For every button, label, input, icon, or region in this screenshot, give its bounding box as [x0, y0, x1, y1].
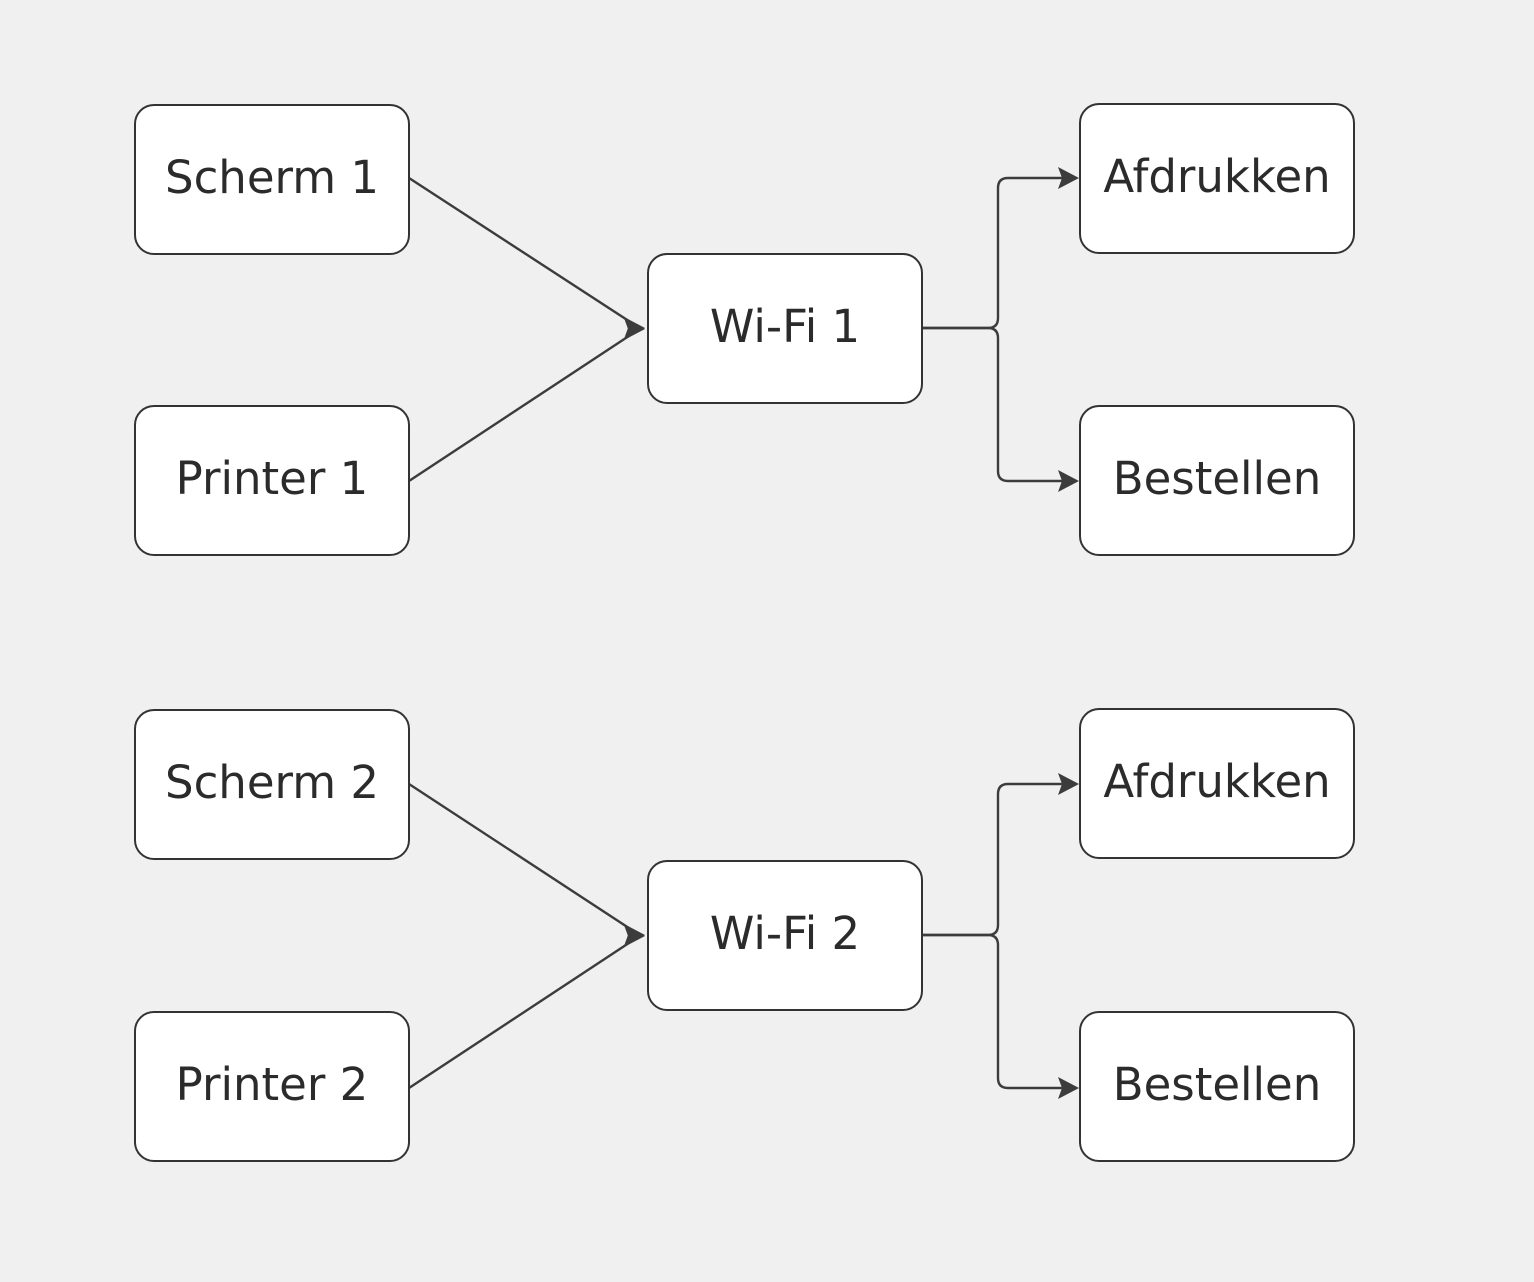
- node-bestellen-2[interactable]: Bestellen: [1079, 1011, 1355, 1162]
- edge-printer1-to-wifi1[interactable]: [408, 318, 645, 483]
- edge-wifi2-to-bestellen2[interactable]: [922, 933, 1079, 1099]
- node-wifi-1-label: Wi-Fi 1: [710, 300, 860, 353]
- cluster-1: Scherm 1 Printer 1 Wi-Fi 1 Afdrukken Bes…: [134, 103, 1355, 556]
- node-afdrukken-2-label: Afdrukken: [1103, 755, 1330, 808]
- edge-wifi2-to-afdrukken2[interactable]: [922, 773, 1079, 937]
- cluster-2: Scherm 2 Printer 2 Wi-Fi 2 Afdrukken Bes…: [134, 708, 1355, 1162]
- node-printer-1[interactable]: Printer 1: [134, 405, 410, 556]
- node-bestellen-1-label: Bestellen: [1113, 452, 1322, 505]
- node-printer-1-label: Printer 1: [176, 452, 369, 505]
- edge-scherm1-to-wifi1[interactable]: [408, 176, 645, 339]
- node-printer-2[interactable]: Printer 2: [134, 1011, 410, 1162]
- edge-scherm2-to-wifi2[interactable]: [408, 782, 645, 946]
- node-afdrukken-1[interactable]: Afdrukken: [1079, 103, 1355, 254]
- node-bestellen-2-label: Bestellen: [1113, 1058, 1322, 1111]
- node-scherm-1-label: Scherm 1: [165, 151, 379, 204]
- node-wifi-2-label: Wi-Fi 2: [710, 907, 860, 960]
- node-scherm-2-label: Scherm 2: [165, 756, 379, 809]
- node-scherm-1[interactable]: Scherm 1: [134, 104, 410, 255]
- node-afdrukken-1-label: Afdrukken: [1103, 150, 1330, 203]
- node-wifi-2[interactable]: Wi-Fi 2: [647, 860, 923, 1011]
- node-wifi-1[interactable]: Wi-Fi 1: [647, 253, 923, 404]
- node-bestellen-1[interactable]: Bestellen: [1079, 405, 1355, 556]
- node-scherm-2[interactable]: Scherm 2: [134, 709, 410, 860]
- node-printer-2-label: Printer 2: [176, 1058, 369, 1111]
- edge-wifi1-to-bestellen1[interactable]: [922, 326, 1079, 492]
- edge-printer2-to-wifi2[interactable]: [408, 925, 645, 1090]
- edge-wifi1-to-afdrukken1[interactable]: [922, 167, 1079, 330]
- node-afdrukken-2[interactable]: Afdrukken: [1079, 708, 1355, 859]
